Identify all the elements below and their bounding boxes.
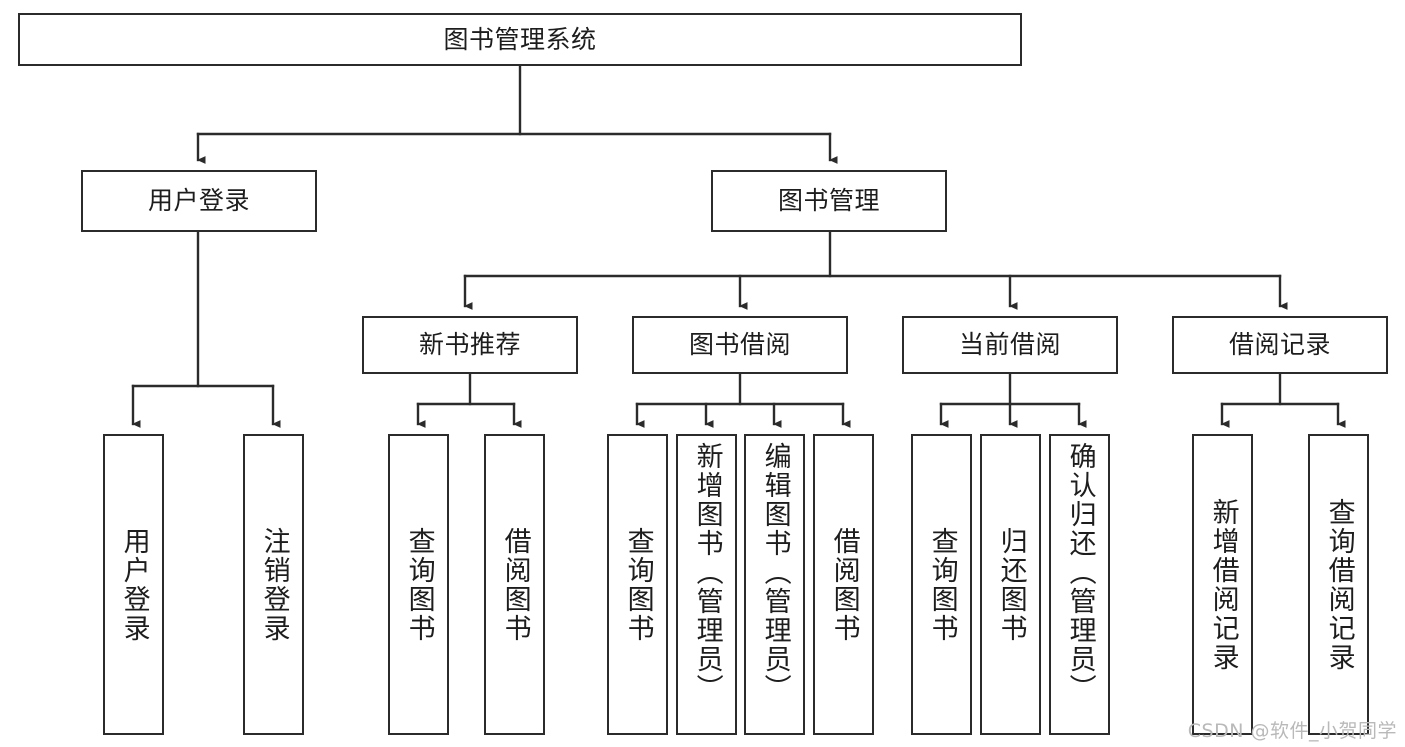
node-root-book-management-system[interactable]: 图书管理系统 [18,13,1022,66]
node-user-login[interactable]: 用户登录 [81,170,317,232]
node-label: 查询图书 [622,526,654,643]
node-label: 注销登录 [258,526,290,643]
node-label: 图书借阅 [688,330,791,360]
node-new-book-recommend[interactable]: 新书推荐 [362,316,578,374]
node-label: 用户登录 [118,526,150,643]
node-label: 新增图书（管理员） [691,442,723,703]
node-leaf-confirm-return-admin[interactable]: 确认归还（管理员） [1049,434,1110,735]
node-label: 新增借阅记录 [1207,497,1239,672]
node-leaf-edit-book-admin[interactable]: 编辑图书（管理员） [744,434,805,735]
node-leaf-query-book-new[interactable]: 查询图书 [388,434,449,735]
node-leaf-user-login[interactable]: 用户登录 [103,434,164,735]
node-label: 编辑图书（管理员） [759,442,791,703]
node-leaf-add-book-admin[interactable]: 新增图书（管理员） [676,434,737,735]
node-label: 借阅图书 [828,526,860,643]
node-borrow-records[interactable]: 借阅记录 [1172,316,1388,374]
node-label: 查询借阅记录 [1323,497,1355,672]
node-leaf-query-borrow-record[interactable]: 查询借阅记录 [1308,434,1369,735]
node-label: 确认归还（管理员） [1064,442,1096,703]
node-label: 归还图书 [995,526,1027,643]
node-label: 当前借阅 [958,330,1061,360]
node-label: 图书管理系统 [443,24,597,54]
node-label: 用户登录 [147,186,250,216]
node-book-borrow[interactable]: 图书借阅 [632,316,848,374]
node-label: 借阅图书 [499,526,531,643]
node-leaf-add-borrow-record[interactable]: 新增借阅记录 [1192,434,1253,735]
node-leaf-logout[interactable]: 注销登录 [243,434,304,735]
node-leaf-borrow-book-new[interactable]: 借阅图书 [484,434,545,735]
node-leaf-query-book-borrow[interactable]: 查询图书 [607,434,668,735]
node-label: 新书推荐 [418,330,521,360]
node-label: 查询图书 [926,526,958,643]
node-label: 查询图书 [403,526,435,643]
node-leaf-query-book-current[interactable]: 查询图书 [911,434,972,735]
node-leaf-borrow-book-borrow[interactable]: 借阅图书 [813,434,874,735]
node-current-borrow[interactable]: 当前借阅 [902,316,1118,374]
node-label: 图书管理 [777,186,880,216]
csdn-watermark: CSDN @软件_小贺同学 [1187,720,1397,742]
node-book-management[interactable]: 图书管理 [711,170,947,232]
node-leaf-return-book[interactable]: 归还图书 [980,434,1041,735]
node-label: 借阅记录 [1228,330,1331,360]
